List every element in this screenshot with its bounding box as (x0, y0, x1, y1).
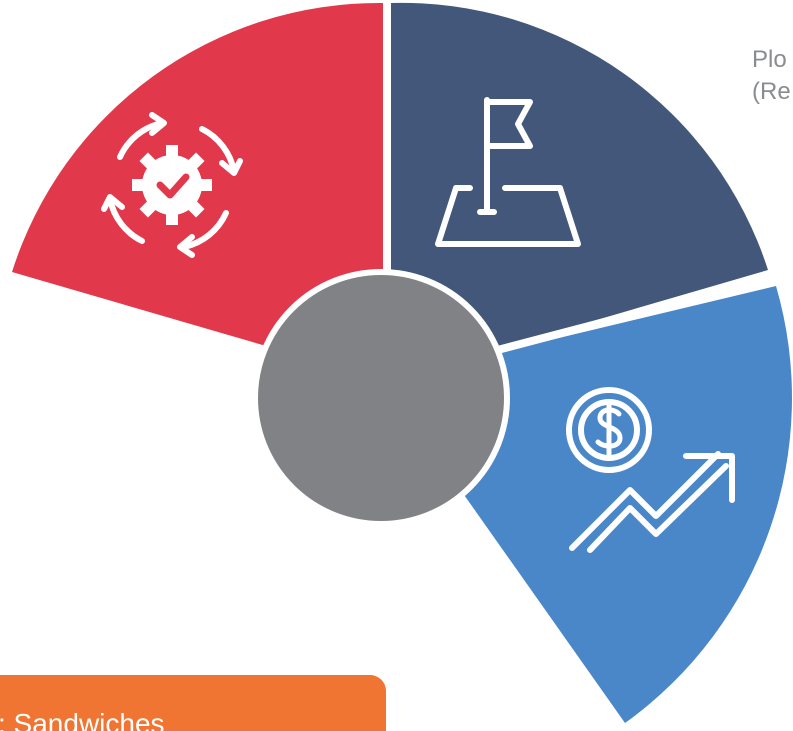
orange-banner: : Sandwiches (0, 675, 386, 731)
center-circle (252, 269, 510, 527)
segment-navy (391, 2, 768, 381)
side-text-line-1: Plo (752, 46, 787, 73)
flag-icon (435, 97, 581, 247)
orange-banner-label: : Sandwiches (0, 708, 165, 731)
side-text-line-2: (Re (752, 78, 791, 105)
gear-cycle-icon (101, 112, 243, 258)
money-growth-icon (566, 387, 735, 553)
side-text: Plo (Re (752, 44, 791, 108)
